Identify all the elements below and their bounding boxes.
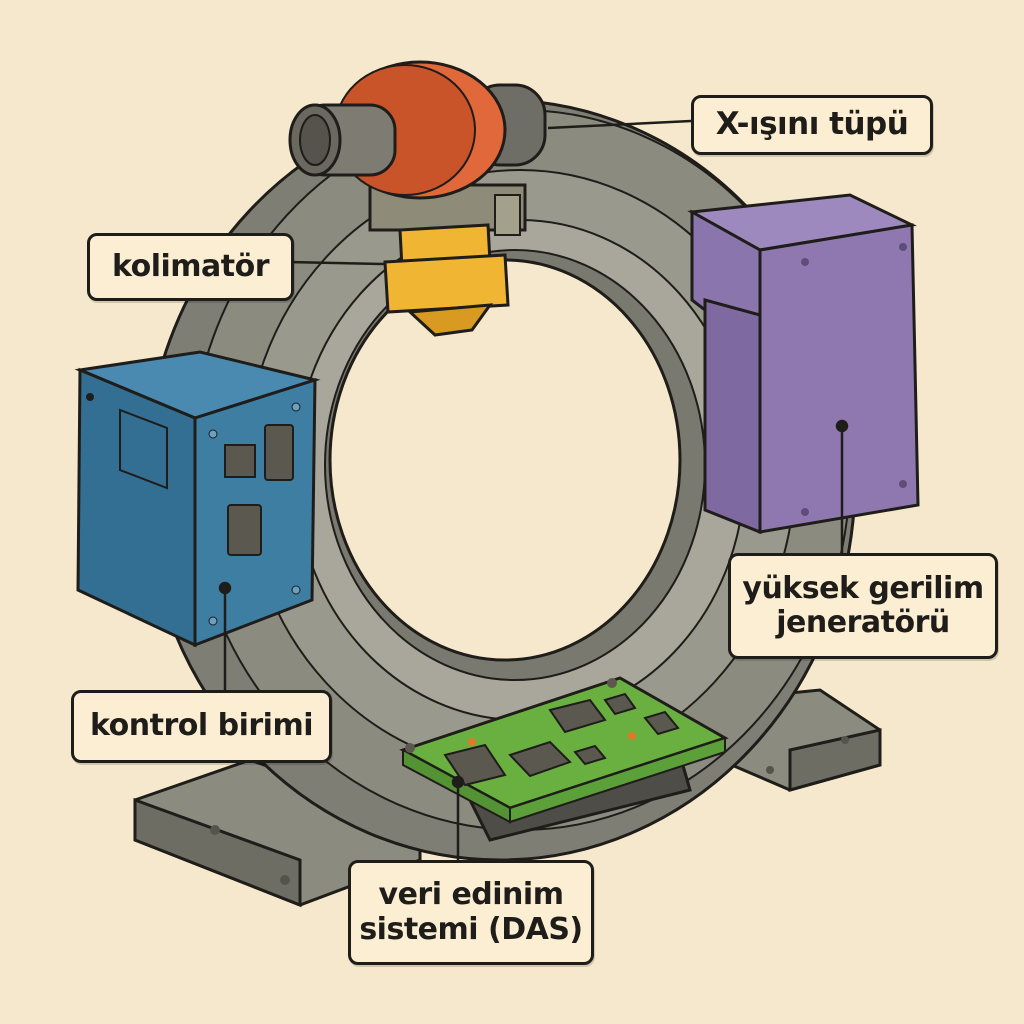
- label-collimator: kolimatör: [87, 233, 294, 301]
- hv-generator-component: [687, 193, 920, 535]
- collimator-component: [383, 223, 510, 337]
- breaker-icon: [224, 444, 256, 478]
- label-das-line2: sistemi (DAS): [359, 911, 583, 947]
- leader-collimator: [287, 260, 386, 266]
- xray-tube-component: [288, 60, 547, 236]
- label-collimator-text: kolimatör: [111, 248, 270, 284]
- label-hv-generator-line1: yüksek gerilim: [742, 570, 984, 606]
- label-xray-tube: X-ışını tüpü: [691, 95, 933, 155]
- label-hv-generator: yüksek gerilim jeneratörü: [728, 553, 998, 659]
- toggle-switch-icon: [227, 504, 262, 556]
- chip-icon: [643, 710, 680, 736]
- leader-lines: [218, 119, 849, 860]
- gantry-ring: [143, 98, 857, 862]
- chip-icon: [603, 692, 637, 716]
- label-das-line1: veri edinim: [378, 877, 564, 912]
- label-control-unit: kontrol birimi: [71, 690, 332, 763]
- chip-icon: [508, 740, 572, 778]
- chip-icon: [548, 698, 607, 734]
- gantry-bore: [328, 258, 682, 662]
- chip-icon: [443, 743, 507, 787]
- das-component: [399, 676, 729, 842]
- label-xray-tube-text: X-ışını tüpü: [715, 106, 909, 143]
- label-hv-generator-line2: jeneratörü: [776, 605, 950, 640]
- control-unit-component: [74, 350, 321, 648]
- switch-icon: [264, 424, 294, 481]
- label-control-unit-text: kontrol birimi: [90, 708, 313, 744]
- label-das: veri edinim sistemi (DAS): [348, 860, 594, 965]
- chip-icon: [573, 744, 607, 766]
- leader-xray-tube: [547, 119, 692, 130]
